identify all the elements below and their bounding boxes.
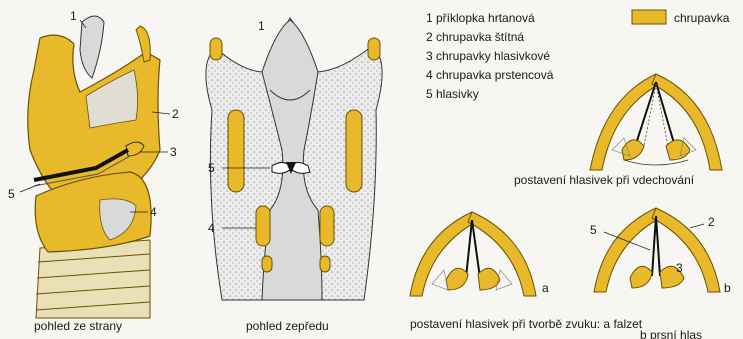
sound-a-thyroid-right — [468, 212, 536, 296]
sound-a-letter: a — [542, 281, 549, 295]
legend-item-3: 3 chrupavky hlasivkové — [426, 49, 550, 63]
front-cricoid-left — [256, 206, 270, 246]
breath-arytenoid-right — [666, 140, 690, 160]
breath-arytenoid-left — [622, 140, 644, 160]
side-marker-2: 2 — [172, 107, 179, 121]
side-thyroid-horn — [136, 26, 150, 62]
sound-a-arytenoid-left — [446, 268, 468, 290]
sound-b-leader-2 — [690, 224, 704, 228]
front-horn-left — [210, 38, 222, 60]
legend-item-1: 1 příklopka hrtanová — [426, 11, 535, 25]
breathing-glottis: postavení hlasivek při vdechování — [514, 74, 722, 187]
sound-b-glottis: 5 2 3 b — [590, 208, 731, 295]
front-view: 1 5 4 pohled zepředu — [206, 18, 382, 333]
sound-b-marker-2: 2 — [708, 215, 715, 229]
front-marker-1: 1 — [258, 19, 265, 33]
breath-posterior — [624, 160, 688, 165]
legend-item-5: 5 hlasivky — [426, 87, 479, 101]
sound-b-arytenoid-left — [630, 266, 652, 288]
side-view: 1 2 3 4 5 pohled ze strany — [8, 9, 179, 333]
sound-b-letter: b — [724, 281, 731, 295]
sound-b-marker-5: 5 — [590, 223, 597, 237]
side-marker-1: 1 — [70, 9, 77, 23]
sound-caption-line1: postavení hlasivek při tvorbě zvuku: a f… — [410, 317, 643, 331]
side-view-caption: pohled ze strany — [34, 319, 122, 333]
side-marker-3: 3 — [170, 145, 177, 159]
sound-b-cord-left — [652, 216, 656, 276]
sound-a-cord-left — [466, 220, 472, 278]
front-ring-left — [262, 256, 272, 272]
side-marker-5: 5 — [8, 187, 15, 201]
sound-a-thyroid-left — [410, 212, 476, 296]
legend-swatch — [632, 10, 666, 24]
front-thyroid-right — [346, 110, 362, 192]
front-view-caption: pohled zepředu — [246, 319, 329, 333]
legend: 1 příklopka hrtanová 2 chrupavka štítná … — [426, 10, 730, 101]
sound-a-glottis: a — [410, 212, 549, 296]
side-marker-4: 4 — [150, 205, 157, 219]
sound-caption-line2: b prsní hlas — [640, 328, 702, 339]
front-ring-right — [320, 256, 330, 272]
side-leader-5 — [20, 184, 40, 192]
sound-b-cord-right — [656, 216, 660, 276]
breath-thyroid-right — [652, 74, 722, 170]
breathing-caption: postavení hlasivek při vdechování — [514, 173, 695, 187]
front-thyroid-left — [228, 110, 244, 192]
front-marker-4: 4 — [208, 221, 215, 235]
sound-b-marker-3: 3 — [676, 261, 683, 275]
legend-item-4: 4 chrupavka prstencová — [426, 68, 554, 82]
front-marker-5: 5 — [208, 161, 215, 175]
legend-swatch-label: chrupavka — [674, 11, 730, 25]
front-cricoid-right — [320, 206, 334, 246]
legend-item-2: 2 chrupavka štítná — [426, 30, 524, 44]
front-horn-right — [368, 38, 380, 60]
